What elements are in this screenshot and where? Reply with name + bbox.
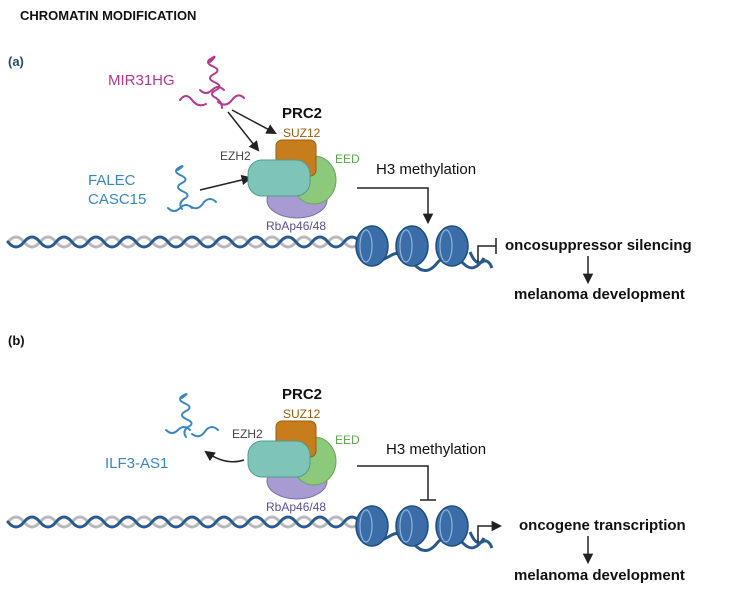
ezh2-subunit-b bbox=[247, 440, 311, 478]
arrow-falec-to-prc2 bbox=[199, 174, 253, 191]
figure-title: CHROMATIN MODIFICATION bbox=[20, 8, 196, 23]
nucleosomes-a bbox=[355, 225, 494, 272]
panel-b: (b) ILF3-AS1 PRC2 SUZ12 EZH2 EED RbAp46/… bbox=[6, 333, 686, 584]
mir31hg-rna-icon bbox=[179, 55, 245, 109]
panel-b-label: (b) bbox=[8, 333, 25, 348]
suz12-label-a: SUZ12 bbox=[283, 126, 321, 140]
arrow-prc2-to-ilf3 bbox=[204, 450, 245, 463]
h3-inhibition-b bbox=[357, 465, 436, 501]
ilf3-as1-rna-icon bbox=[165, 393, 219, 438]
falec-casc15-rna-icon bbox=[167, 165, 217, 212]
ezh2-label-b: EZH2 bbox=[232, 427, 263, 441]
outcome-label-b: oncogene transcription bbox=[519, 517, 686, 534]
prc2-complex-b bbox=[247, 420, 337, 500]
ezh2-label-a: EZH2 bbox=[220, 149, 251, 163]
dna-strand-a bbox=[6, 235, 362, 249]
prc2-title-a: PRC2 bbox=[282, 105, 322, 122]
h3-arrow-a bbox=[357, 187, 434, 225]
nucleosomes-b bbox=[355, 505, 494, 552]
outcome-label-a: oncosuppressor silencing bbox=[505, 237, 692, 254]
arrow-mir31hg-to-suz12 bbox=[231, 109, 277, 134]
eed-label-a: EED bbox=[335, 152, 360, 166]
panel-a: (a) MIR31HG FALEC CASC15 PRC2 SUZ12 EZH2… bbox=[6, 54, 692, 303]
promoter-activation-b bbox=[477, 520, 503, 542]
result-label-a: melanoma development bbox=[514, 286, 685, 303]
casc15-label: CASC15 bbox=[88, 191, 146, 208]
panel-a-label: (a) bbox=[8, 54, 24, 69]
promoter-inhibition-a bbox=[477, 238, 497, 262]
rbap-label-b: RbAp46/48 bbox=[266, 500, 326, 514]
rbap-label-a: RbAp46/48 bbox=[266, 219, 326, 233]
arrow-mir31hg-to-ezh2 bbox=[227, 111, 260, 152]
mir31hg-label: MIR31HG bbox=[108, 72, 175, 89]
eed-label-b: EED bbox=[335, 433, 360, 447]
ilf3-as1-label: ILF3-AS1 bbox=[105, 455, 168, 472]
prc2-complex-a bbox=[247, 139, 337, 219]
ezh2-subunit-a bbox=[247, 159, 311, 197]
dna-strand-b bbox=[6, 515, 362, 529]
suz12-label-b: SUZ12 bbox=[283, 407, 321, 421]
result-label-b: melanoma development bbox=[514, 567, 685, 584]
prc2-title-b: PRC2 bbox=[282, 386, 322, 403]
falec-label: FALEC bbox=[88, 172, 136, 189]
h3-methylation-label-b: H3 methylation bbox=[386, 441, 486, 458]
h3-methylation-label-a: H3 methylation bbox=[376, 161, 476, 178]
